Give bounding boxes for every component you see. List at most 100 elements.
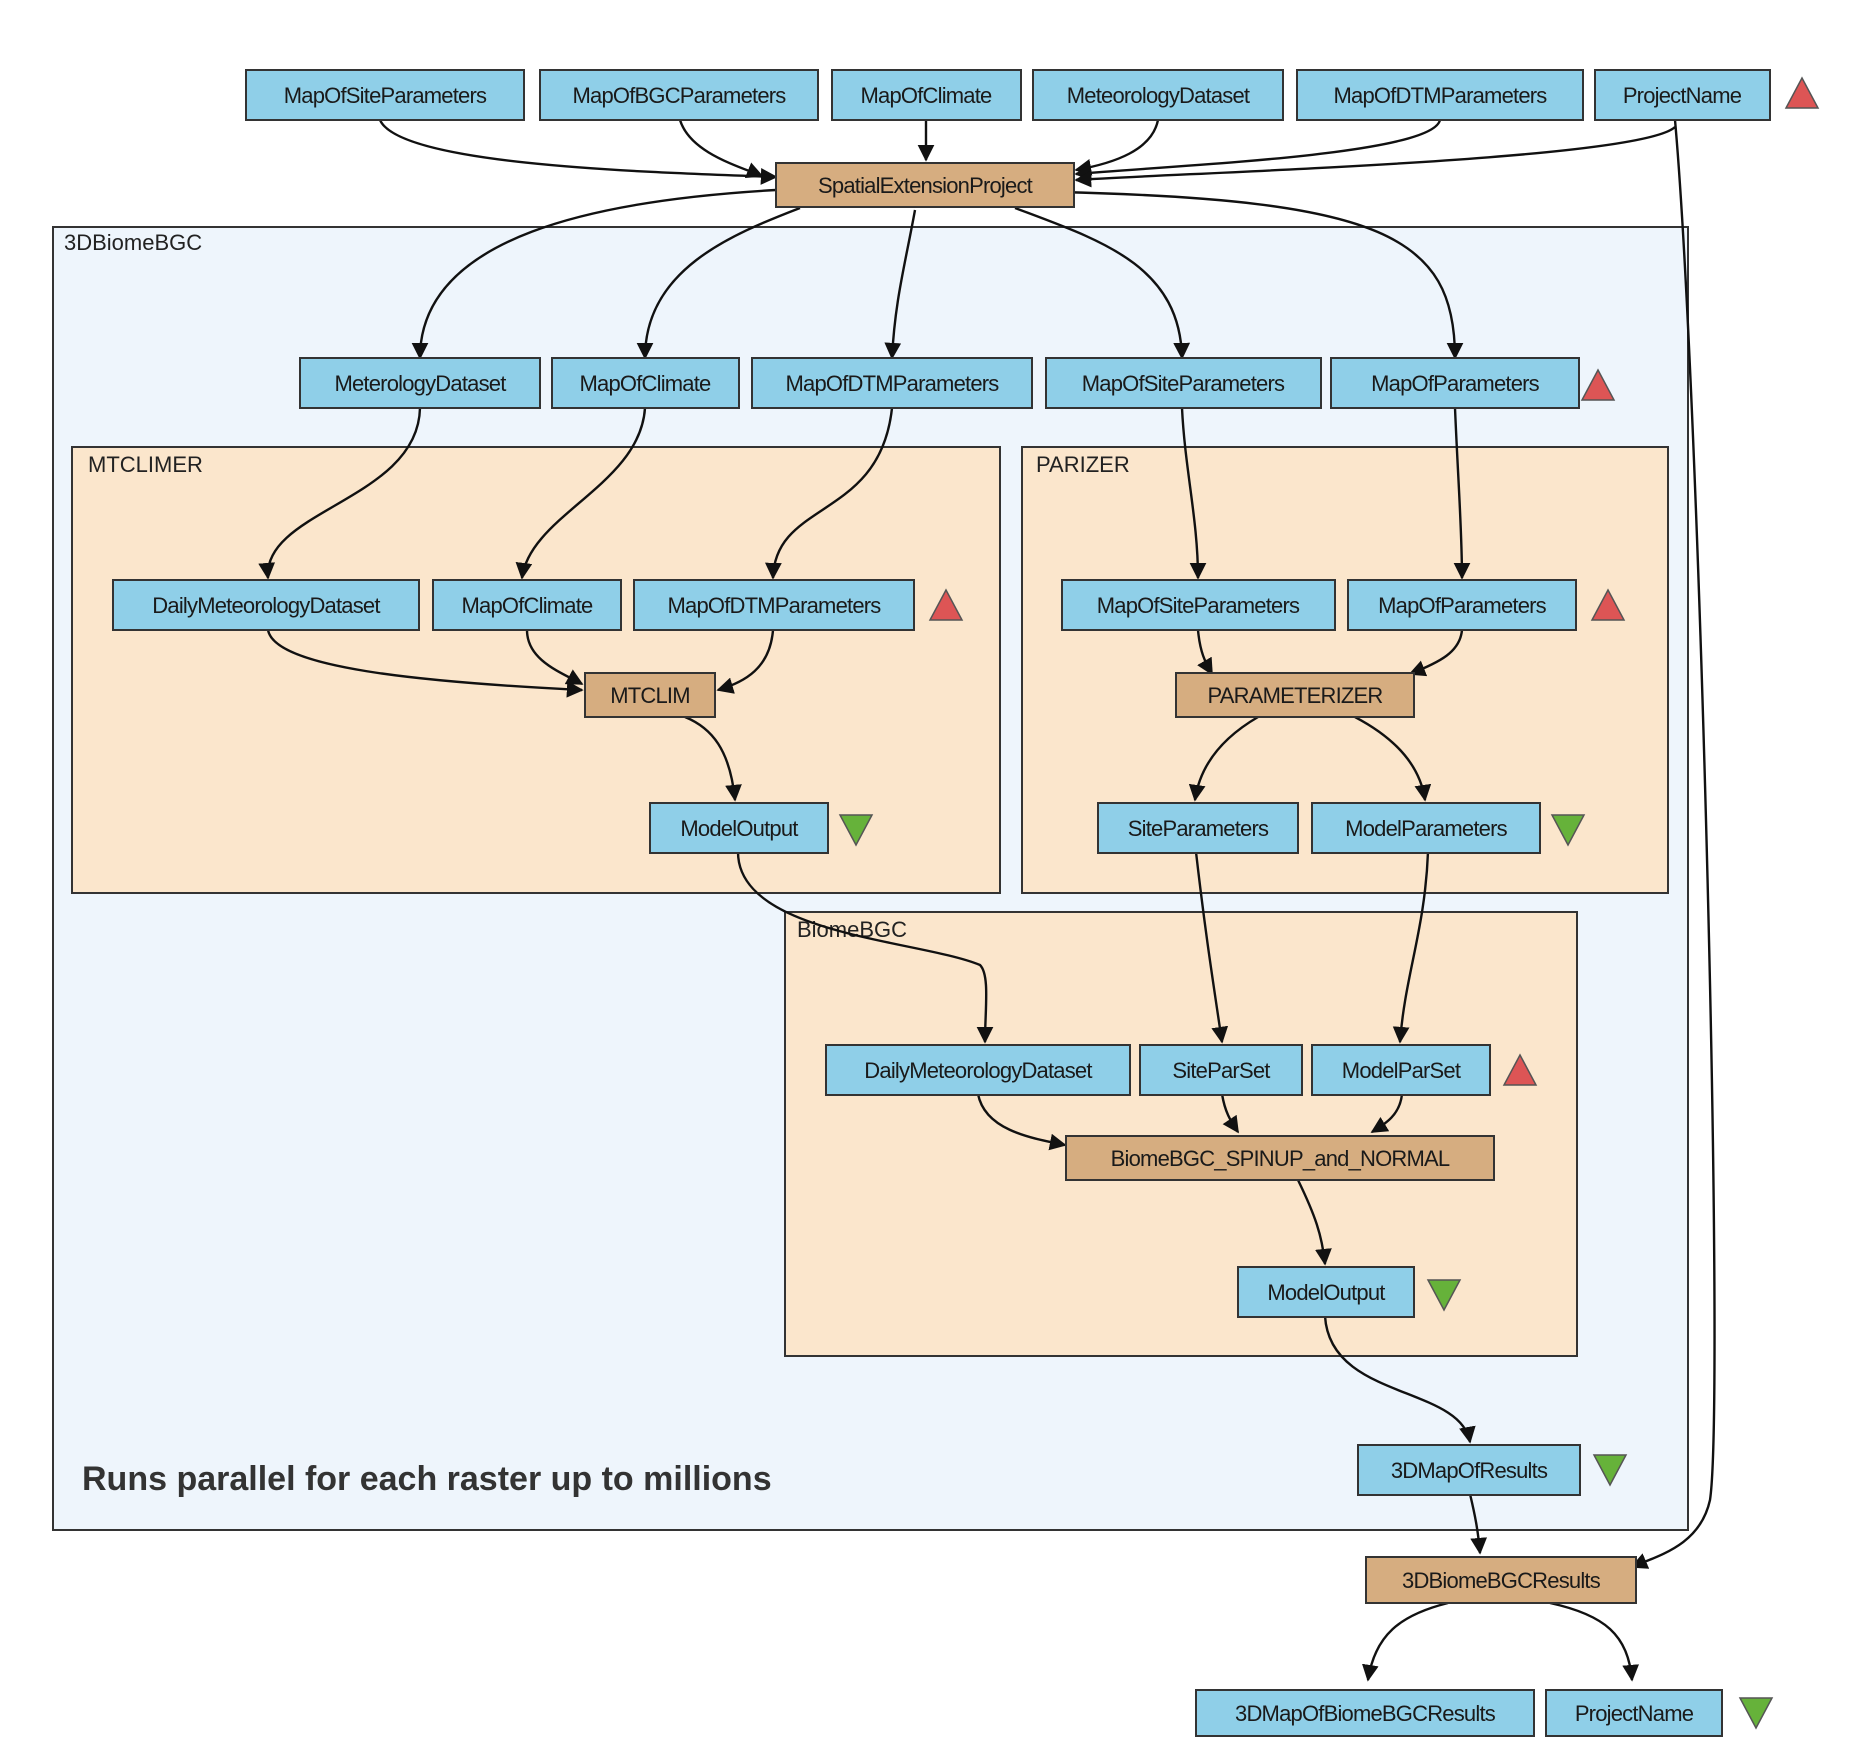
- node-l2-meterology-dataset-label: MeterologyDataset: [334, 371, 506, 396]
- node-mtclimer-map-of-climate[interactable]: [432, 579, 622, 631]
- node-parizer-site-parameters-label: SiteParameters: [1128, 816, 1269, 841]
- node-top-meteorology-dataset-label: MeteorologyDataset: [1067, 83, 1250, 108]
- node-biomebgc-model-output-label: ModelOutput: [1267, 1280, 1385, 1305]
- node-biomebgc-daily-meteorology-dataset-label: DailyMeteorologyDataset: [864, 1058, 1092, 1083]
- edge-parameters-to-parameterizer: [1408, 629, 1464, 677]
- output-marker-icon: [1550, 814, 1586, 847]
- node-top-map-of-bgc-parameters[interactable]: [539, 69, 819, 121]
- node-spatial-extension-project-label: SpatialExtensionProject: [818, 173, 1033, 198]
- edge-project-to-climate: [636, 206, 801, 360]
- cluster-mtclimer-label: MTCLIMER: [88, 452, 203, 477]
- edge-parameterizer-to-site-params: [1188, 715, 1259, 802]
- node-biomebgc-siteparset[interactable]: [1139, 1044, 1303, 1096]
- edge-model-output-to-daily: [736, 851, 994, 1044]
- cluster-biomebgc-label: BiomeBGC: [797, 917, 907, 942]
- parizer-nodes: MapOfSiteParameters MapOfParameters PARA…: [1061, 579, 1626, 854]
- edge-parameterizer-to-model-params: [1354, 715, 1432, 802]
- edge-climate-to-mtclim: [525, 629, 584, 686]
- input-marker-icon: [1580, 368, 1616, 401]
- node-top-map-of-site-parameters-label: MapOfSiteParameters: [284, 83, 487, 108]
- edge-results-to-final-project-name: [1549, 1601, 1640, 1682]
- node-biomebgc-modelparset[interactable]: [1311, 1044, 1491, 1096]
- node-mtclimer-map-of-climate-label: MapOfClimate: [462, 593, 594, 618]
- top-input-nodes: MapOfSiteParameters MapOfBGCParameters M…: [245, 69, 1820, 121]
- node-3d-map-of-results[interactable]: [1357, 1444, 1581, 1496]
- mtclimer-nodes: DailyMeteorologyDataset MapOfClimate Map…: [112, 579, 964, 854]
- parallel-note: Runs parallel for each raster up to mill…: [82, 1460, 772, 1498]
- node-l2-map-of-parameters-label: MapOfParameters: [1371, 371, 1540, 396]
- node-top-meteorology-dataset[interactable]: [1032, 69, 1284, 121]
- node-biomebgc-daily-meteorology-dataset[interactable]: [825, 1044, 1131, 1096]
- node-parizer-map-of-site-parameters[interactable]: [1061, 579, 1336, 631]
- edge-modelparset-to-spinup: [1370, 1093, 1404, 1134]
- node-l2-map-of-climate[interactable]: [551, 357, 740, 409]
- node-final-project-name[interactable]: [1545, 1689, 1723, 1737]
- node-biomebgc-spinup-and-normal[interactable]: [1065, 1135, 1495, 1181]
- node-top-map-of-climate[interactable]: [831, 69, 1022, 121]
- node-parizer-site-parameters[interactable]: [1097, 802, 1299, 854]
- node-parizer-map-of-parameters-label: MapOfParameters: [1378, 593, 1547, 618]
- node-parizer-map-of-parameters[interactable]: [1347, 579, 1577, 631]
- node-mtclimer-model-output[interactable]: [649, 802, 829, 854]
- node-mtclimer-model-output-label: ModelOutput: [680, 816, 798, 841]
- node-l2-map-of-climate-label: MapOfClimate: [580, 371, 712, 396]
- final-output-nodes: 3DMapOfBiomeBGCResults ProjectName: [1195, 1689, 1774, 1737]
- output-marker-icon: [1738, 1697, 1774, 1730]
- node-top-map-of-dtm-parameters-label: MapOfDTMParameters: [1334, 83, 1548, 108]
- output-marker-icon: [1592, 1454, 1628, 1487]
- node-3d-biomebgc-results[interactable]: [1365, 1556, 1637, 1604]
- input-marker-icon: [928, 588, 964, 621]
- node-mtclim[interactable]: [584, 672, 716, 718]
- node-final-project-name-label: ProjectName: [1575, 1701, 1694, 1726]
- node-l2-map-of-dtm-parameters-label: MapOfDTMParameters: [786, 371, 1000, 396]
- node-l2-meterology-dataset[interactable]: [299, 357, 541, 409]
- edge-project-name-to-results: [1630, 119, 1716, 1569]
- edge-daily-to-spinup: [976, 1093, 1067, 1151]
- input-marker-icon: [1502, 1053, 1538, 1086]
- node-mtclimer-map-of-dtm-parameters[interactable]: [633, 579, 915, 631]
- edges: [258, 119, 1716, 1682]
- edge-project-to-parameters: [1059, 190, 1464, 360]
- edge-site-to-parizer-site: [1180, 407, 1207, 580]
- node-parizer-model-parameters[interactable]: [1311, 802, 1541, 854]
- edge-bgc-params-to-project: [678, 119, 764, 179]
- cluster-biomebgc: BiomeBGC: [784, 911, 1578, 1357]
- biomebgc-nodes: DailyMeteorologyDataset SiteParSet Model…: [825, 1044, 1538, 1318]
- node-spatial-extension-project[interactable]: [775, 162, 1075, 208]
- node-top-map-of-site-parameters[interactable]: [245, 69, 525, 121]
- input-marker-icon: [1784, 76, 1820, 109]
- node-mtclimer-daily-meteorology-dataset[interactable]: [112, 579, 420, 631]
- node-l2-map-of-site-parameters[interactable]: [1045, 357, 1322, 409]
- edge-spinup-to-output: [1296, 1179, 1332, 1266]
- node-final-3d-map-of-biomebgc-results[interactable]: [1195, 1689, 1535, 1737]
- edge-parameters-to-parizer-parameters: [1453, 407, 1471, 580]
- node-parizer-model-parameters-label: ModelParameters: [1345, 816, 1507, 841]
- node-top-project-name[interactable]: [1594, 69, 1771, 121]
- node-parameterizer-label: PARAMETERIZER: [1208, 683, 1383, 708]
- node-top-map-of-dtm-parameters[interactable]: [1296, 69, 1584, 121]
- node-mtclimer-map-of-dtm-parameters-label: MapOfDTMParameters: [668, 593, 882, 618]
- edge-meteorology-to-project: [1074, 119, 1160, 176]
- node-top-project-name-label: ProjectName: [1623, 83, 1742, 108]
- edge-results-to-final-map: [1362, 1601, 1449, 1682]
- edge-dtm-params-to-project: [1074, 119, 1442, 182]
- node-biomebgc-modelparset-label: ModelParSet: [1342, 1058, 1461, 1083]
- edge-output-to-3dmap: [1323, 1315, 1476, 1444]
- edge-siteparset-to-spinup: [1220, 1093, 1239, 1134]
- node-l2-map-of-parameters[interactable]: [1330, 357, 1580, 409]
- edge-site-to-parameterizer: [1196, 629, 1214, 676]
- cluster-3dbiomebgc-label: 3DBiomeBGC: [64, 230, 202, 255]
- node-l2-map-of-dtm-parameters[interactable]: [751, 357, 1033, 409]
- node-l2-map-of-site-parameters-label: MapOfSiteParameters: [1082, 371, 1285, 396]
- cluster-parizer-label: PARIZER: [1036, 452, 1130, 477]
- node-parameterizer[interactable]: [1175, 672, 1415, 718]
- node-mtclim-label: MTCLIM: [610, 683, 690, 708]
- edge-project-to-site: [1014, 206, 1191, 360]
- edge-climate-to-mtclimer-climate: [515, 407, 647, 580]
- node-biomebgc-model-output[interactable]: [1237, 1266, 1415, 1318]
- edge-project-to-meteorology: [411, 188, 777, 360]
- node-final-3d-map-of-biomebgc-results-label: 3DMapOfBiomeBGCResults: [1235, 1701, 1496, 1726]
- output-marker-icon: [838, 814, 874, 847]
- edge-dtm-to-mtclimer-dtm: [765, 407, 894, 580]
